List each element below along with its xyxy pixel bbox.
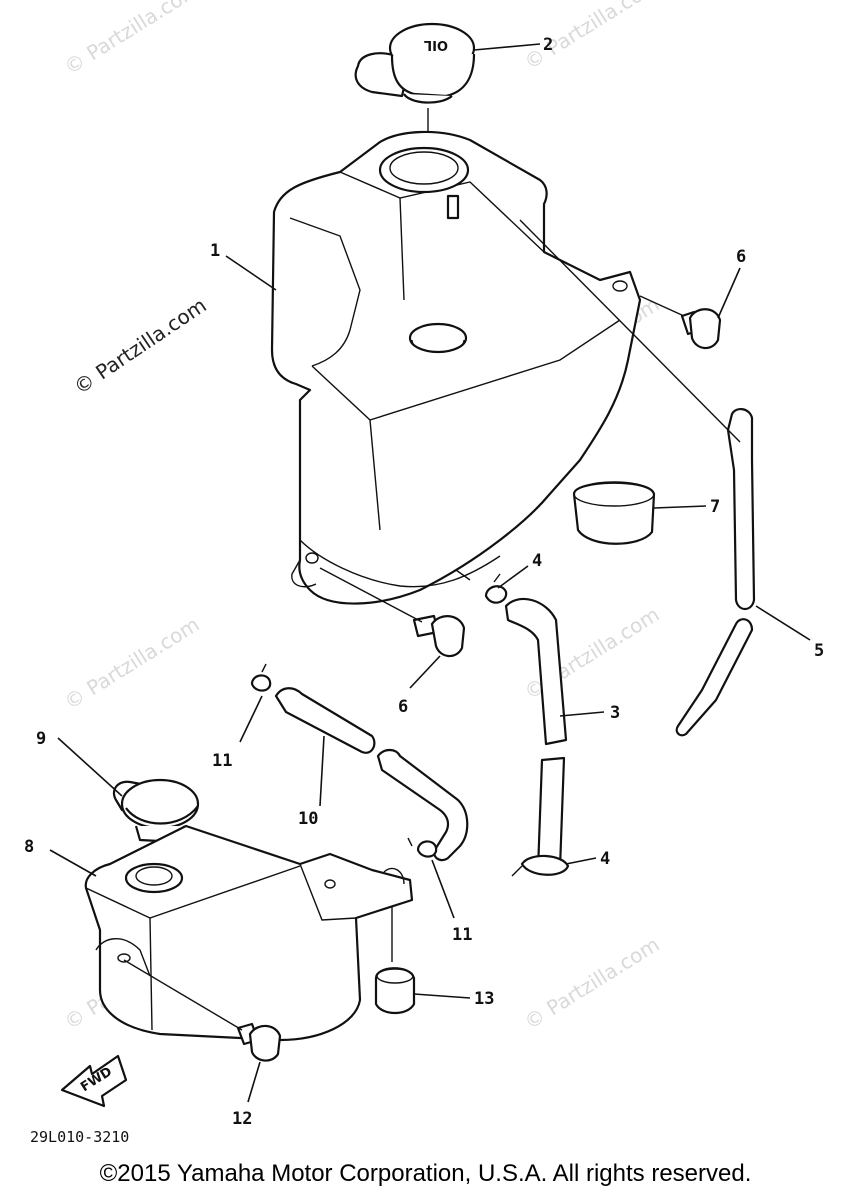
watermark-prominent: © Partzilla.com <box>69 293 210 399</box>
reservoir-tank-part-8 <box>84 824 414 1042</box>
callout-10: 10 <box>298 809 318 829</box>
grommet-part-7 <box>572 481 656 545</box>
callout-4: 4 <box>532 551 542 571</box>
forward-arrow-icon: FWD <box>60 1054 128 1108</box>
callout-6-lower: 6 <box>398 697 408 717</box>
tube-clamp-part-11b <box>407 837 438 858</box>
damper-part-13 <box>374 967 416 1015</box>
tube-part-10 <box>274 687 469 862</box>
oil-tank-part <box>270 130 642 605</box>
callout-1: 1 <box>210 241 220 261</box>
hose-clamp-part-4 <box>484 573 508 604</box>
callout-7: 7 <box>710 497 720 517</box>
callout-4-lower: 4 <box>600 849 610 869</box>
callout-11-lower: 11 <box>452 925 472 945</box>
hose-clamp-part-4b <box>511 854 570 877</box>
watermark: © Partzilla.com <box>60 612 204 714</box>
bolt-part-6a <box>680 308 722 350</box>
tube-clamp-part-11a <box>250 663 272 692</box>
bolt-part-6b <box>412 614 466 658</box>
callout-13: 13 <box>474 989 494 1009</box>
watermark: © Partzilla.com <box>60 0 204 79</box>
hose-part-3 <box>504 597 568 872</box>
reservoir-cap-part-9 <box>112 778 200 844</box>
cap-marking: OIL <box>424 37 448 52</box>
diagram-code: 29L010-3210 <box>30 1128 129 1146</box>
callout-6: 6 <box>736 247 746 267</box>
breather-pipe-part-5 <box>675 408 756 737</box>
callout-12: 12 <box>232 1109 252 1129</box>
bolt-part-12 <box>236 1022 282 1062</box>
watermark: © Partzilla.com <box>520 932 664 1034</box>
copyright-notice: ©2015 Yamaha Motor Corporation, U.S.A. A… <box>99 1160 752 1187</box>
callout-5: 5 <box>814 641 824 661</box>
callout-11: 11 <box>212 751 232 771</box>
callout-9: 9 <box>36 729 46 749</box>
callout-8: 8 <box>24 837 34 857</box>
oil-tank-cap-part: OIL <box>354 22 476 104</box>
callout-2: 2 <box>543 35 553 55</box>
watermark: © Partzilla.com <box>520 0 664 74</box>
callout-3: 3 <box>610 703 620 723</box>
